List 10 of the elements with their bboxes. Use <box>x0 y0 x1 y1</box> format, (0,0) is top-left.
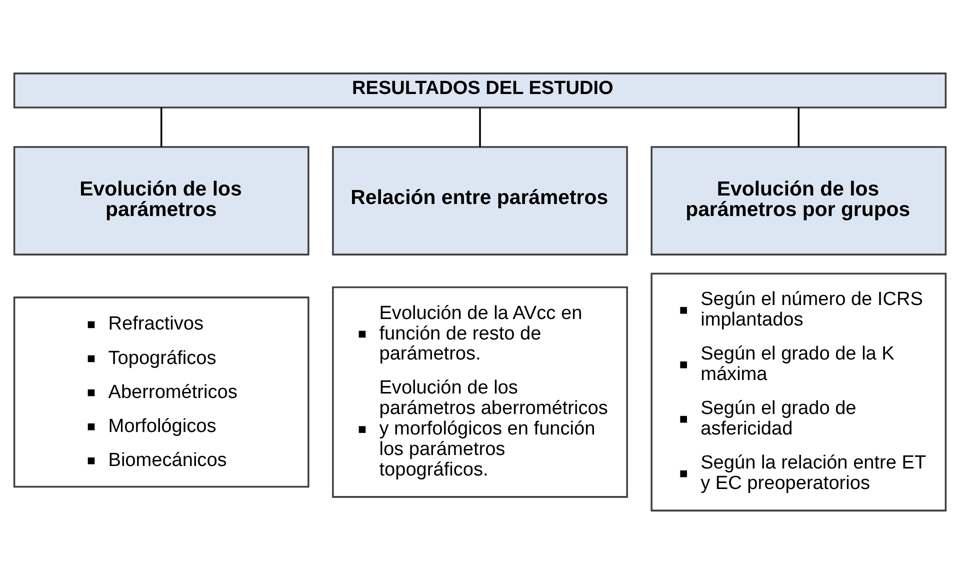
node-box: Según el número de ICRS implantados Según el grado de la K máxima Según el grado de asfericidad Según la relación entre ET y EC preoperatorios <box>650 272 947 511</box>
node-box: Evolución de la AVcc en función de resto de parámetros. Evolución de los parámetros aberrométricos y morfológicos en función los parámetros topográficos. <box>332 286 628 498</box>
node-box: Evolución de los parámetros por grupos <box>650 146 947 255</box>
connector <box>479 107 481 146</box>
node-box: Evolución de los parámetros <box>13 146 310 255</box>
node-box: RESULTADOS DEL ESTUDIO <box>13 72 947 108</box>
connector <box>160 107 162 146</box>
node-box: Relación entre parámetros <box>332 146 628 255</box>
connector <box>798 107 800 146</box>
node-box: Refractivos Topográficos Aberrométricos Morfológicos Biomecánicos <box>13 296 310 488</box>
